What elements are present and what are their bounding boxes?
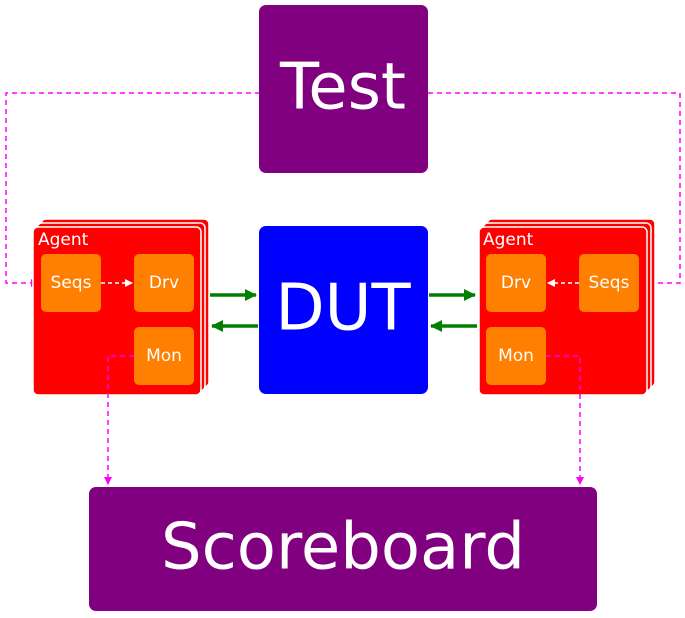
right-mon-to-scoreboard-connector	[546, 355, 584, 485]
left-mon-to-scoreboard-connector	[104, 355, 134, 485]
test-connections	[5, 92, 681, 287]
test-to-left-seqs-connector	[5, 92, 260, 287]
dut-label: DUT	[275, 272, 411, 346]
left-mon-label: Mon	[146, 346, 182, 366]
dut-interface-arrows	[210, 289, 477, 332]
scoreboard-block: Scoreboard	[89, 487, 597, 611]
left-drv-block: Drv	[134, 254, 194, 312]
left-seqs-label: Seqs	[51, 273, 92, 293]
left-seqs-block: Seqs	[41, 254, 101, 312]
left-drv-label: Drv	[149, 273, 179, 293]
dut-block: DUT	[259, 226, 428, 394]
right-agent-title: Agent	[483, 230, 534, 250]
right-drv-block: Drv	[486, 254, 546, 312]
left-mon-block: Mon	[134, 327, 194, 385]
right-agent: Agent Drv Seqs Mon	[478, 218, 656, 396]
scoreboard-label: Scoreboard	[161, 511, 525, 585]
right-drv-label: Drv	[501, 273, 531, 293]
test-label: Test	[279, 51, 406, 125]
right-seqs-block: Seqs	[579, 254, 639, 312]
left-agent-title: Agent	[38, 230, 89, 250]
test-block: Test	[259, 5, 428, 173]
left-agent: Agent Seqs Drv Mon	[32, 218, 210, 396]
right-mon-block: Mon	[486, 327, 546, 385]
test-to-right-seqs-connector	[428, 92, 681, 287]
right-mon-label: Mon	[498, 346, 534, 366]
right-seqs-label: Seqs	[589, 273, 630, 293]
scoreboard-connections	[104, 355, 584, 485]
